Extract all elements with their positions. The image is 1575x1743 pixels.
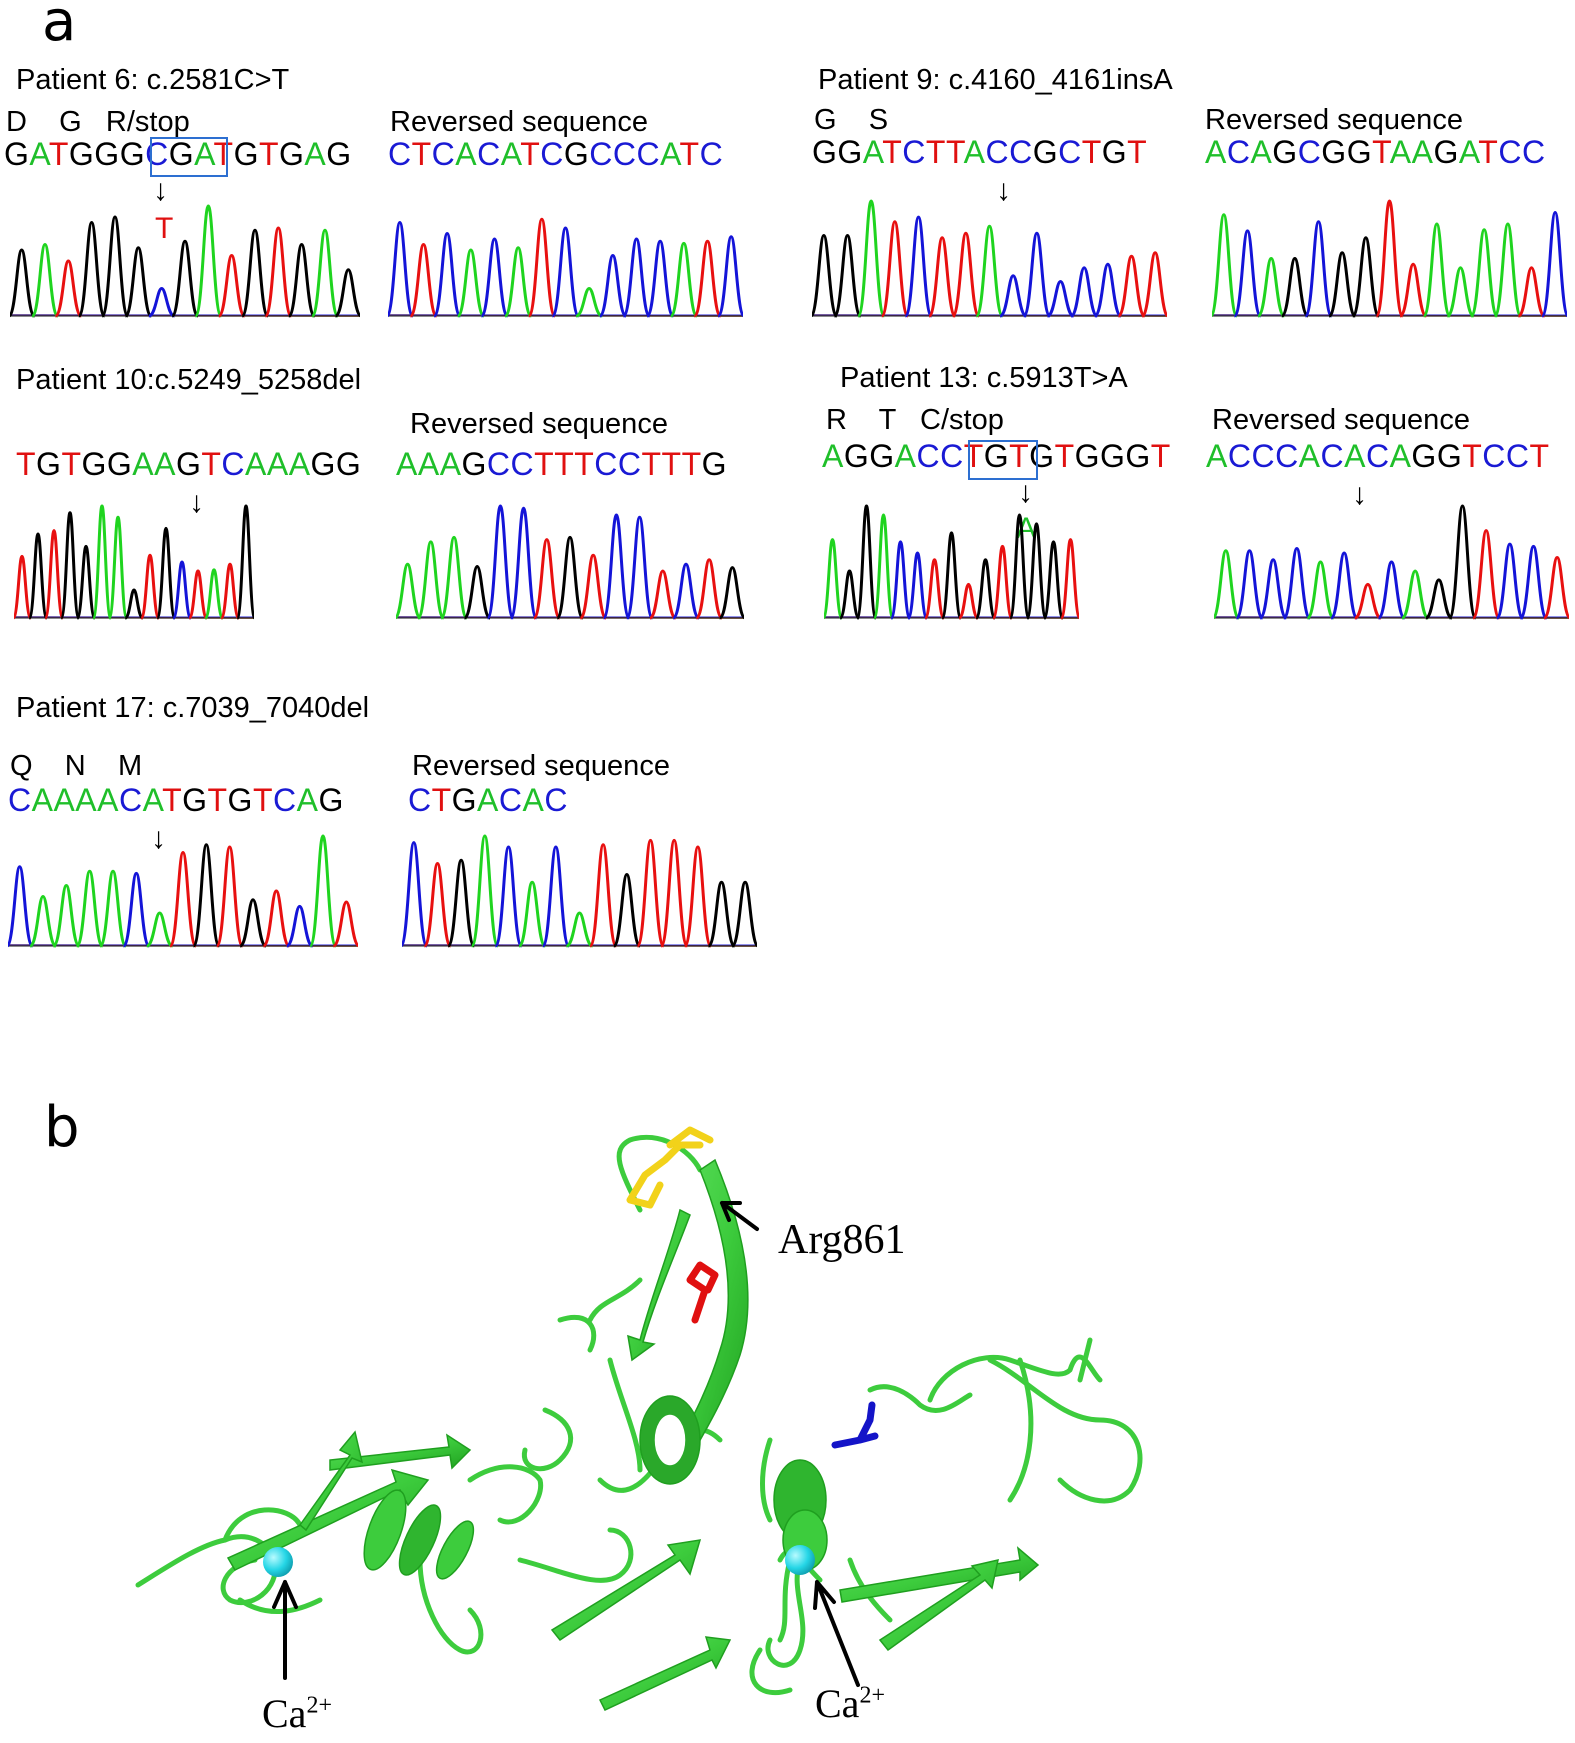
- calcium-left-pointer-arrow: [272, 1580, 298, 1680]
- calcium-symbol: Ca: [262, 1691, 307, 1736]
- patient-10-title: Patient 10:c.5249_5258del: [16, 364, 362, 396]
- patient-6-chromatogram: [10, 200, 360, 320]
- panel-b-label: b: [44, 1095, 80, 1160]
- protein-structure: [135, 1126, 1143, 1711]
- red-residue: [686, 1261, 719, 1324]
- patient-6-title: Patient 6: c.2581C>T: [16, 64, 290, 96]
- patient-17-sequence: CAAAACATGTGTCAG: [8, 782, 344, 818]
- arg861-pointer-arrow: [720, 1201, 759, 1231]
- calcium-left-label: Ca2+: [262, 1690, 332, 1737]
- calcium-charge: 2+: [306, 1692, 332, 1719]
- patient-17-chromatogram: [8, 830, 358, 950]
- blue-residue: [831, 1401, 879, 1449]
- panel-a-label: a: [42, 0, 77, 54]
- patient-10-reversed-sequence: AAAGCCTTTCCTTTG: [396, 446, 728, 482]
- beta-sheets: [226, 1158, 1040, 1711]
- patient-13-chromatogram: [824, 500, 1079, 622]
- patient-6-reversed-label: Reversed sequence: [390, 106, 648, 138]
- patient-13-reversed-chromatogram: [1214, 500, 1569, 622]
- calcium-right-pointer-arrow: [813, 1580, 860, 1687]
- mutation-arrow-icon: ↓: [1018, 476, 1033, 509]
- patient-17-title: Patient 17: c.7039_7040del: [16, 692, 370, 724]
- patient-17-reversed-sequence: CTGACAC: [408, 782, 568, 818]
- patient-9-reversed-chromatogram: [1212, 195, 1567, 320]
- patient-9-reversed-sequence: ACAGCGGTAAGATCC: [1205, 134, 1546, 170]
- patient-6-reversed-sequence: CTCACATCGCCCATC: [388, 136, 724, 172]
- patient-10-sequence: TGTGGAAGTCAAAGG: [16, 446, 362, 482]
- patient-10-reversed-label: Reversed sequence: [410, 408, 668, 440]
- patient-9-amino-acids: G S: [814, 104, 889, 136]
- mutated-codon-box: [968, 440, 1038, 480]
- mutated-codon-box: [150, 137, 228, 177]
- patient-17-reversed-chromatogram: [402, 830, 757, 950]
- mutant-base: T: [155, 212, 174, 245]
- patient-9-title: Patient 9: c.4160_4161insA: [818, 64, 1173, 96]
- mutation-arrow-icon: ↓: [1352, 478, 1367, 511]
- mutation-arrow-icon: ↓: [189, 486, 204, 519]
- patient-13-reversed-sequence: ACCCACACAGGTCCT: [1206, 438, 1550, 474]
- patient-9-chromatogram: [812, 195, 1167, 320]
- calcium-ion-left: [263, 1547, 293, 1577]
- patient-6-amino-acids: D G R/stop: [6, 106, 190, 138]
- calcium-right-label: Ca2+: [815, 1680, 885, 1727]
- patient-10-reversed-chromatogram: [396, 500, 744, 622]
- calcium-charge: 2+: [859, 1682, 885, 1709]
- patient-17-reversed-label: Reversed sequence: [412, 750, 670, 782]
- patient-9-sequence: GGATCTTACCGCTGT: [812, 134, 1148, 170]
- patient-13-amino-acids: R T C/stop: [826, 404, 1004, 436]
- patient-17-amino-acids: Q N M: [10, 750, 143, 782]
- arg861-label: Arg861: [778, 1217, 906, 1263]
- patient-6-reversed-chromatogram: [388, 200, 743, 320]
- ribbon-coils: [135, 1134, 1143, 1696]
- arg861-residue: [626, 1141, 704, 1209]
- mutation-arrow-icon: ↓: [153, 174, 168, 207]
- patient-13-reversed-label: Reversed sequence: [1212, 404, 1470, 436]
- calcium-ion-right: [785, 1545, 815, 1575]
- patient-6-sequence: GATGGGCGATGTGAG: [4, 136, 352, 172]
- alpha-helices: [363, 1395, 828, 1580]
- mutation-arrow-icon: ↓: [151, 822, 166, 855]
- calcium-symbol: Ca: [815, 1681, 860, 1726]
- mutation-arrow-icon: ↓: [996, 174, 1011, 207]
- patient-9-reversed-label: Reversed sequence: [1205, 104, 1463, 136]
- patient-13-title: Patient 13: c.5913T>A: [840, 362, 1128, 394]
- patient-10-chromatogram: [14, 500, 254, 622]
